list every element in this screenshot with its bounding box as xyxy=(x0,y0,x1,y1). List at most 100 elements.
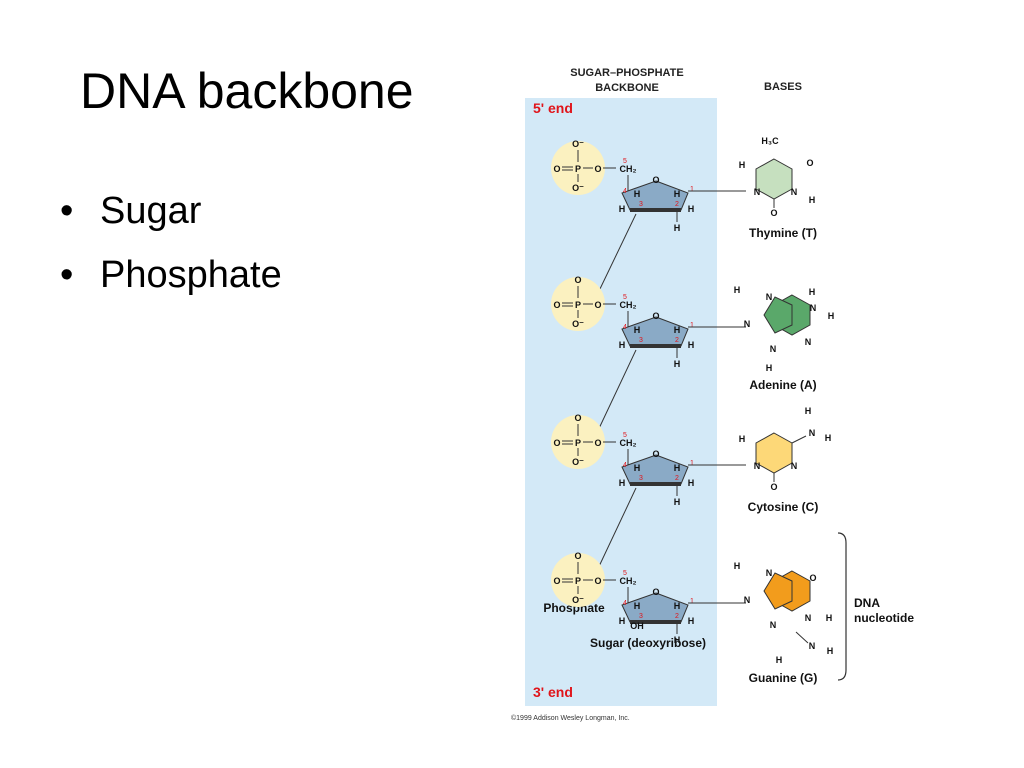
base-nitrogen: N xyxy=(754,187,761,197)
methyl-group: H₃C xyxy=(761,136,779,146)
dna-nucleotide-label-line2: nucleotide xyxy=(854,611,914,625)
amino-hydrogen: H xyxy=(827,646,834,656)
phosphate-ester-oxygen: O xyxy=(594,576,601,586)
phosphate-top-oxygen: O xyxy=(574,413,581,423)
sugar-hydrogen: H xyxy=(688,478,695,488)
amino-hydrogen: H xyxy=(776,655,783,665)
amino-hydrogen: H xyxy=(809,287,816,297)
base-nitrogen: N xyxy=(744,319,751,329)
bullet-text: Sugar xyxy=(100,190,202,232)
phosphate-bottom-oxygen: O⁻ xyxy=(572,457,584,467)
bullet-item-phosphate: •Phosphate xyxy=(60,256,282,320)
bullet-dot: • xyxy=(60,190,74,232)
ring-oxygen: O xyxy=(652,449,659,459)
bullet-dot: • xyxy=(60,254,74,296)
phosphate-top-oxygen: O⁻ xyxy=(572,139,584,149)
phosphate-group-circle xyxy=(551,415,605,469)
phosphate-double-bond-oxygen: O xyxy=(553,438,560,448)
carbon-3-label: 3 xyxy=(639,337,643,344)
purine-five-ring xyxy=(763,296,793,334)
nucleotide-bracket xyxy=(837,532,847,681)
phosphate-bottom-oxygen: O⁻ xyxy=(572,595,584,605)
bullet-item-sugar: • Sugar xyxy=(60,192,282,256)
carbon-1-label: 1 xyxy=(690,460,694,467)
base-nitrogen: N xyxy=(766,568,773,578)
phosphate-label: Phosphate xyxy=(543,601,605,615)
base-oxygen: O xyxy=(770,482,777,492)
dna-nucleotide-label-line1: DNA xyxy=(854,596,880,610)
sugar-hydrogen: H xyxy=(634,601,641,611)
sugar-hydrogen: H xyxy=(674,359,681,369)
base-nitrogen: N xyxy=(754,461,761,471)
phosphate-bottom-oxygen: O⁻ xyxy=(572,183,584,193)
carbon-2-label: 2 xyxy=(675,475,679,482)
carbon-3-label: 3 xyxy=(639,613,643,620)
ring-oxygen: O xyxy=(652,587,659,597)
sugar-hydrogen: H xyxy=(619,340,626,350)
sugar-hydrogen: H xyxy=(674,463,681,473)
phosphorus-atom: P xyxy=(575,300,581,310)
base-hydrogen: H xyxy=(766,363,773,373)
phosphate-ester-oxygen: O xyxy=(594,164,601,174)
base-nitrogen: N xyxy=(805,613,812,623)
base-hydrogen: H xyxy=(809,195,816,205)
base-nitrogen: N xyxy=(770,344,777,354)
phosphate-double-bond-oxygen: O xyxy=(553,300,560,310)
sugar-hydrogen: H xyxy=(674,635,681,645)
base-name-label: Thymine (T) xyxy=(749,226,817,240)
sugar-hydrogen: H xyxy=(634,325,641,335)
base-name-label: Cytosine (C) xyxy=(748,500,819,514)
base-hydrogen: H xyxy=(826,613,833,623)
sugar-hydrogen: H xyxy=(674,189,681,199)
base-nitrogen: N xyxy=(791,461,798,471)
amino-hydrogen: H xyxy=(825,433,832,443)
slide-title: DNA backbone xyxy=(80,63,414,119)
sugar-hydrogen: H xyxy=(619,616,626,626)
phosphate-ester-oxygen: O xyxy=(594,438,601,448)
base-nitrogen: N xyxy=(805,337,812,347)
pyrimidine-ring xyxy=(755,432,793,474)
phosphorus-atom: P xyxy=(575,438,581,448)
base-name-label: Adenine (A) xyxy=(749,378,816,392)
amino-hydrogen: H xyxy=(805,406,812,416)
sugar-hydrogen: H xyxy=(688,204,695,214)
carbon-1-label: 1 xyxy=(690,186,694,193)
hydroxyl-3-prime: OH xyxy=(630,621,644,631)
sugar-hydrogen: H xyxy=(634,463,641,473)
sugar-label: Sugar (deoxyribose) xyxy=(590,636,706,650)
sugar-hydrogen: H xyxy=(688,340,695,350)
sugar-hydrogen: H xyxy=(674,601,681,611)
amino-hydrogen: H xyxy=(828,311,835,321)
ring-oxygen: O xyxy=(652,311,659,321)
header-backbone-line1: SUGAR–PHOSPHATE xyxy=(570,67,683,79)
phosphate-top-oxygen: O xyxy=(574,551,581,561)
phosphorus-atom: P xyxy=(575,576,581,586)
phosphate-double-bond-oxygen: O xyxy=(553,576,560,586)
base-oxygen: O xyxy=(806,158,813,168)
ring-oxygen: O xyxy=(652,175,659,185)
c-n-bond xyxy=(791,435,807,444)
carbon-2-label: 2 xyxy=(675,613,679,620)
base-hydrogen: H xyxy=(739,434,746,444)
phosphate-ester-oxygen: O xyxy=(594,300,601,310)
sugar-hydrogen: H xyxy=(674,223,681,233)
pyrimidine-ring xyxy=(755,158,793,200)
ch2-group: CH₂ xyxy=(620,576,637,586)
carbon-1-label: 1 xyxy=(690,598,694,605)
purine-five-ring xyxy=(763,572,793,610)
phosphorus-atom: P xyxy=(575,164,581,174)
carbon-5-label: 5 xyxy=(623,570,627,577)
carbon-5-label: 5 xyxy=(623,294,627,301)
carbon-2-label: 2 xyxy=(675,201,679,208)
phosphate-bottom-oxygen: O⁻ xyxy=(572,319,584,329)
carbon-4-label: 4 xyxy=(623,600,627,607)
copyright-text: ©1999 Addison Wesley Longman, Inc. xyxy=(511,714,630,722)
base-nitrogen: N xyxy=(744,595,751,605)
phosphate-double-bond-oxygen: O xyxy=(553,164,560,174)
header-backbone-line2: BACKBONE xyxy=(595,82,659,94)
base-hydrogen: H xyxy=(739,160,746,170)
